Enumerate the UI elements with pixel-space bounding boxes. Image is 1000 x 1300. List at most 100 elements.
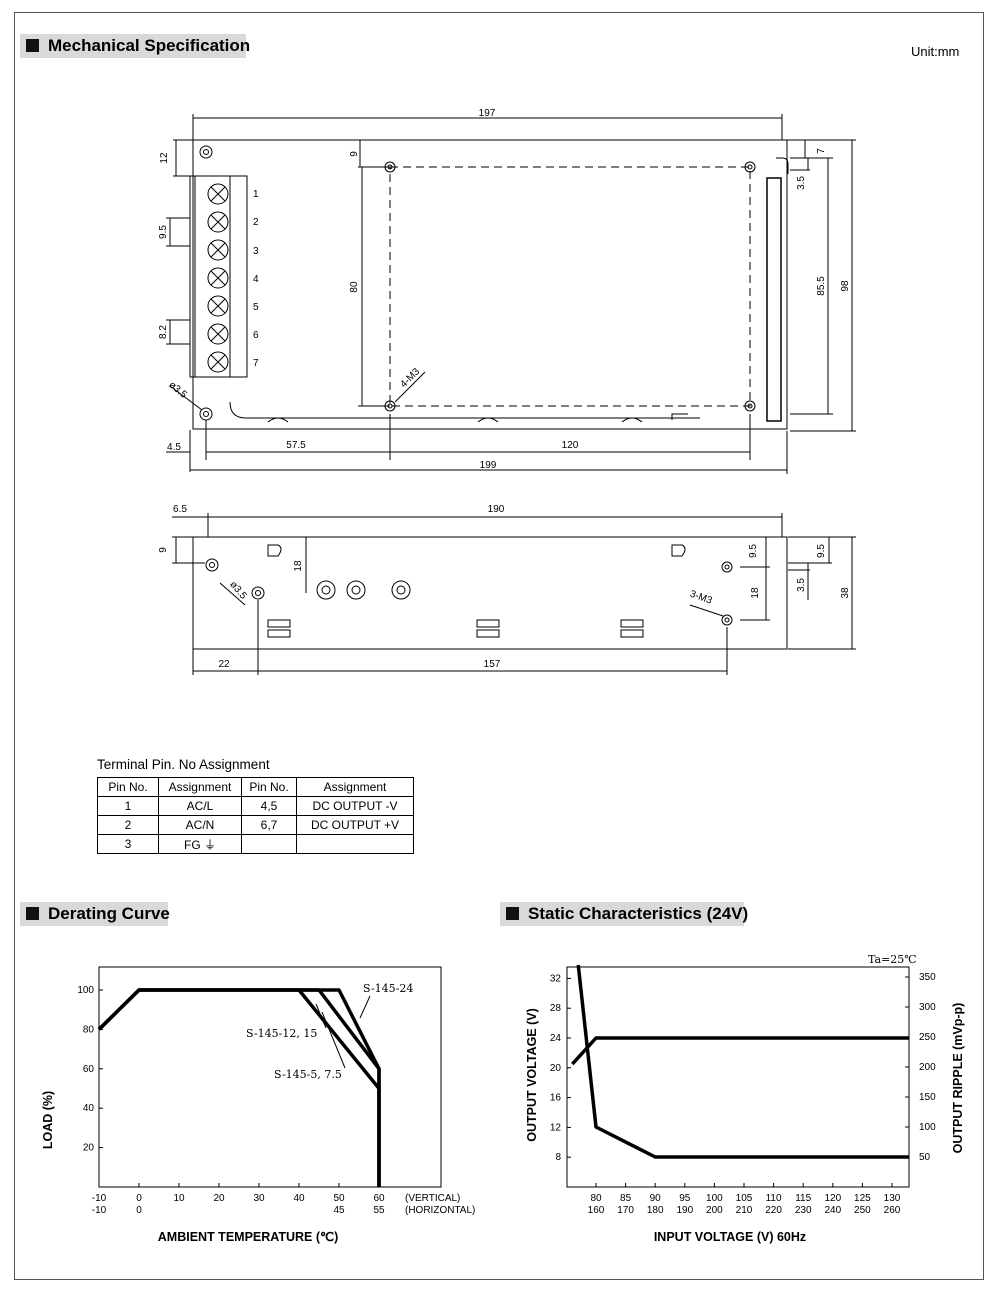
y-tick-label: 60: [83, 1064, 95, 1075]
x-note-vertical: (VERTICAL): [405, 1193, 460, 1204]
dim-85-5: 85.5: [816, 276, 827, 296]
dim-side-18b: 18: [750, 587, 761, 599]
y-tick-label: 20: [83, 1143, 95, 1154]
dim-side-far-9-5: 9.5: [816, 544, 827, 558]
y-right-tick-label: 50: [919, 1152, 931, 1163]
y-left-tick-label: 12: [550, 1122, 562, 1133]
square-bullet-icon: [26, 907, 39, 920]
table-cell: FG ⏚: [158, 834, 242, 854]
static-ylabel-right: OUTPUT RIPPLE (mVp-p): [951, 1003, 965, 1154]
x-tick-label: 50: [333, 1193, 345, 1204]
table-row: 3 FG ⏚: [97, 834, 414, 854]
square-bullet-icon: [506, 907, 519, 920]
x-tick-label-bottom: 220: [765, 1205, 782, 1216]
dim-side-9-5: 9.5: [748, 544, 759, 558]
x-note-horizontal: (HORIZONTAL): [405, 1205, 475, 1216]
terminal-number: 7: [253, 358, 259, 369]
y-tick-label: 80: [83, 1024, 95, 1035]
x-tick-label: -10: [92, 1193, 107, 1204]
x-tick-label: 0: [136, 1193, 142, 1204]
table-cell: AC/L: [158, 796, 242, 816]
x-tick-label: 30: [253, 1193, 265, 1204]
y-left-tick-label: 20: [550, 1063, 562, 1074]
x-tick-label: 10: [173, 1193, 185, 1204]
dim-199: 199: [480, 460, 497, 471]
dim-9: 9: [349, 151, 360, 157]
terminal-number: 5: [253, 302, 259, 313]
series-label-5-7-5: S-145-5, 7.5: [274, 1068, 342, 1081]
table-cell: [296, 834, 414, 854]
dim-9-5: 9.5: [158, 225, 169, 239]
x-tick-label-bottom: 260: [884, 1205, 901, 1216]
y-tick-label: 40: [83, 1103, 95, 1114]
table-header: Assignment: [296, 777, 414, 797]
derating-ylabel: LOAD (%): [41, 1091, 55, 1149]
terminal-screws: [207, 183, 229, 373]
terminal-numbers: 1 2 3 4 5 6 7: [253, 189, 259, 369]
x-tick-label-bottom: 170: [617, 1205, 634, 1216]
terminal-number: 2: [253, 217, 259, 228]
terminal-table-caption: Terminal Pin. No Assignment: [97, 757, 270, 772]
series-label-24: S-145-24: [363, 982, 413, 995]
terminal-number: 1: [253, 189, 259, 200]
dim-80: 80: [349, 281, 360, 293]
terminal-block: [189, 175, 248, 378]
derating-xlabel: AMBIENT TEMPERATURE (℃): [158, 1230, 338, 1244]
terminal-number: 6: [253, 330, 259, 341]
mechanical-spec-title: Mechanical Specification: [20, 34, 250, 58]
side-view-holes: [205, 558, 733, 626]
y-right-tick-label: 250: [919, 1032, 936, 1043]
x-tick-label: 105: [736, 1193, 753, 1204]
x-tick-label: 100: [706, 1193, 723, 1204]
x-tick-label: 60: [373, 1193, 385, 1204]
series-label-12-15: S-145-12, 15: [246, 1027, 317, 1040]
y-left-tick-label: 16: [550, 1093, 562, 1104]
top-view-side-flange: [766, 177, 782, 422]
static-plot-frame: [566, 966, 910, 1188]
square-bullet-icon: [26, 39, 39, 52]
x-tick-label-bottom: 190: [676, 1205, 693, 1216]
x-tick-label: 20: [213, 1193, 225, 1204]
y-right-tick-label: 150: [919, 1092, 936, 1103]
x-tick-label-bottom: 180: [647, 1205, 664, 1216]
dim-3-5: 3.5: [796, 176, 807, 190]
dim-side-18: 18: [293, 560, 304, 572]
unit-label: Unit:mm: [911, 44, 960, 59]
dim-6-5: 6.5: [173, 504, 187, 515]
voltage-series-line: [571, 1036, 909, 1066]
x-tick-label: 95: [679, 1193, 691, 1204]
x-tick-label-bottom: 200: [706, 1205, 723, 1216]
y-right-tick-label: 300: [919, 1002, 936, 1013]
table-cell: DC OUTPUT -V: [296, 796, 414, 816]
x-tick-label-bottom: 160: [588, 1205, 605, 1216]
table-row: 1 AC/L 4,5 DC OUTPUT -V: [97, 796, 414, 816]
ta-note: Ta=25℃: [868, 953, 917, 966]
x-tick-label: 80: [590, 1193, 602, 1204]
table-row: 2 AC/N 6,7 DC OUTPUT +V: [97, 815, 414, 835]
x-tick-label: 110: [766, 1193, 782, 1204]
y-left-tick-label: 24: [550, 1033, 562, 1044]
derating-curve-title: Derating Curve: [20, 902, 170, 926]
x-tick-label-horizontal: 0: [136, 1205, 142, 1216]
x-tick-label-bottom: 230: [795, 1205, 812, 1216]
static-xlabel: INPUT VOLTAGE (V) 60Hz: [654, 1230, 806, 1244]
dim-4-5: 4.5: [167, 442, 181, 453]
y-left-tick-label: 8: [555, 1152, 561, 1163]
dim-38: 38: [840, 587, 851, 599]
terminal-number: 3: [253, 246, 259, 257]
dim-190: 190: [488, 504, 505, 515]
x-tick-label: 115: [795, 1193, 811, 1204]
static-characteristics-title: Static Characteristics (24V): [500, 902, 748, 926]
derating-curve-title-text: Derating Curve: [48, 904, 170, 923]
dim-8-2: 8.2: [158, 325, 169, 339]
dim-12: 12: [159, 152, 170, 164]
y-left-tick-label: 28: [550, 1003, 562, 1014]
x-tick-label: 120: [824, 1193, 841, 1204]
x-tick-label-horizontal: 55: [373, 1205, 385, 1216]
x-tick-label: 90: [650, 1193, 662, 1204]
y-right-tick-label: 100: [919, 1122, 936, 1133]
mechanical-spec-title-text: Mechanical Specification: [48, 36, 251, 55]
